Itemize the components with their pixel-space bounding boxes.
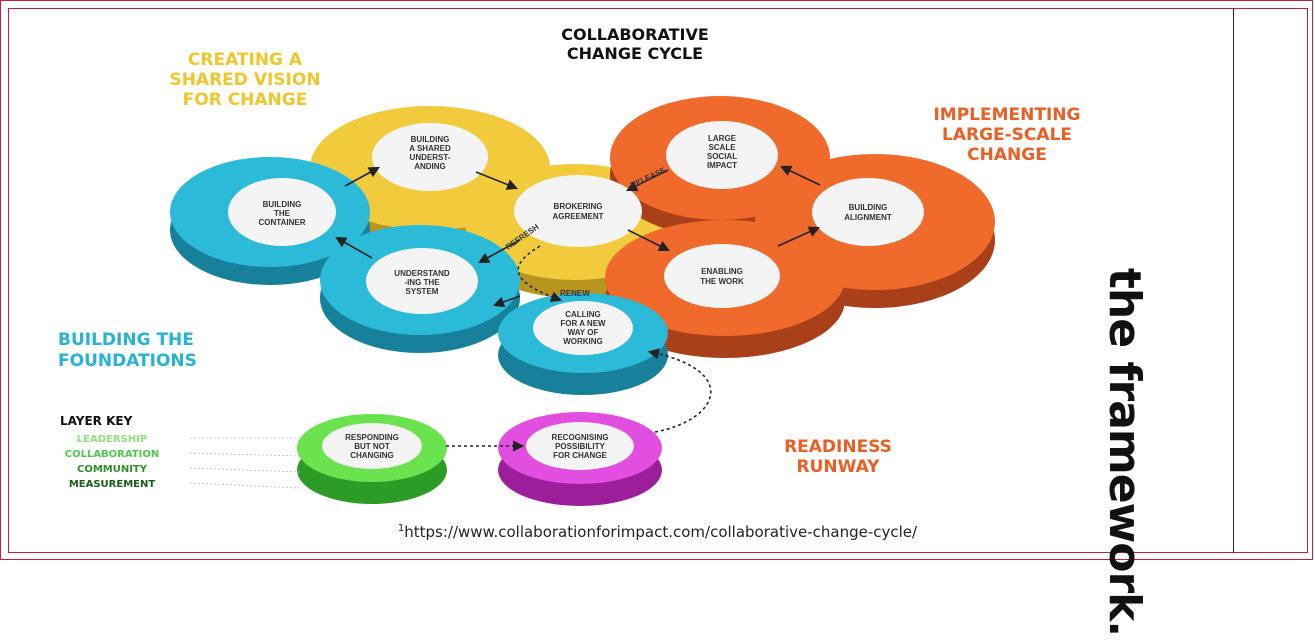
node-responding-1: RESPONDING bbox=[345, 433, 399, 442]
node-brokering-1: BROKERING bbox=[554, 202, 603, 211]
phase-foundations-1: BUILDING THE bbox=[58, 330, 194, 350]
node-responding-2: BUT NOT bbox=[354, 442, 390, 451]
phase-large-scale-3: CHANGE bbox=[967, 145, 1047, 165]
node-recognising-2: POSSIBILITY bbox=[555, 442, 605, 451]
phase-foundations-2: FOUNDATIONS bbox=[58, 351, 197, 371]
phase-large-scale-1: IMPLEMENTING bbox=[933, 105, 1080, 125]
node-social-impact-2: SCALE bbox=[708, 143, 736, 152]
layer-key-community: COMMUNITY bbox=[77, 464, 148, 475]
node-shared-understanding-3: UNDERST- bbox=[410, 153, 451, 162]
node-discs bbox=[228, 121, 924, 470]
node-shared-understanding-2: A SHARED bbox=[409, 144, 451, 153]
layer-key-title: LAYER KEY bbox=[60, 414, 133, 428]
node-calling-1: CALLING bbox=[565, 310, 601, 319]
node-understanding-system-3: SYSTEM bbox=[406, 287, 439, 296]
layer-key-leader-lines bbox=[189, 437, 301, 489]
node-brokering-2: AGREEMENT bbox=[552, 212, 603, 221]
change-cycle-diagram: COLLABORATIVE CHANGE CYCLE CREATING A SH… bbox=[58, 25, 1081, 506]
phase-shared-vision-1: CREATING A bbox=[188, 50, 303, 70]
node-alignment-1: BUILDING bbox=[849, 203, 888, 212]
node-responding-3: CHANGING bbox=[350, 451, 394, 460]
node-understanding-system-1: UNDERSTAND bbox=[394, 269, 450, 278]
node-shared-understanding-1: BUILDING bbox=[411, 135, 450, 144]
side-divider bbox=[1233, 8, 1234, 553]
phase-readiness-2: RUNWAY bbox=[797, 457, 881, 477]
node-enabling-1: ENABLING bbox=[701, 267, 743, 276]
node-social-impact-3: SOCIAL bbox=[707, 152, 737, 161]
phase-shared-vision-3: FOR CHANGE bbox=[183, 90, 308, 110]
node-calling-3: WAY OF bbox=[568, 328, 599, 337]
node-understanding-system-2: -ING THE bbox=[404, 278, 440, 287]
node-recognising-1: RECOGNISING bbox=[552, 433, 609, 442]
phase-readiness-1: READINESS bbox=[784, 437, 892, 457]
node-calling-2: FOR A NEW bbox=[560, 319, 606, 328]
inner-frame bbox=[8, 8, 1308, 553]
node-shared-understanding-4: ANDING bbox=[414, 162, 446, 171]
node-social-impact-1: LARGE bbox=[708, 134, 737, 143]
cycle-arrows bbox=[335, 165, 821, 452]
footnote-marker: 1 bbox=[397, 523, 405, 534]
node-container-2: THE bbox=[274, 209, 291, 218]
diagram-title-line2: CHANGE CYCLE bbox=[567, 44, 703, 63]
renew-label: RENEW bbox=[560, 289, 590, 298]
node-alignment-2: ALIGNMENT bbox=[844, 213, 892, 222]
footnote-url[interactable]: https://www.collaborationforimpact.com/c… bbox=[404, 523, 918, 541]
node-social-impact-4: IMPACT bbox=[707, 161, 737, 170]
node-enabling-2: THE WORK bbox=[700, 277, 744, 286]
layer-key-collaboration: COLLABORATION bbox=[65, 449, 160, 460]
node-recognising-3: FOR CHANGE bbox=[553, 451, 607, 460]
layer-key-leadership: LEADERSHIP bbox=[77, 434, 147, 445]
phase-large-scale-2: LARGE-SCALE bbox=[942, 125, 1072, 145]
phase-shared-vision-2: SHARED VISION bbox=[169, 70, 320, 90]
diagram-title-line1: COLLABORATIVE bbox=[561, 25, 709, 44]
footnote: 1https://www.collaborationforimpact.com/… bbox=[0, 523, 1315, 541]
node-container-3: CONTAINER bbox=[259, 218, 306, 227]
node-container-1: BUILDING bbox=[263, 200, 302, 209]
layer-key-measurement: MEASUREMENT bbox=[69, 479, 156, 490]
node-calling-4: WORKING bbox=[563, 337, 603, 346]
orange-loop bbox=[605, 96, 995, 358]
